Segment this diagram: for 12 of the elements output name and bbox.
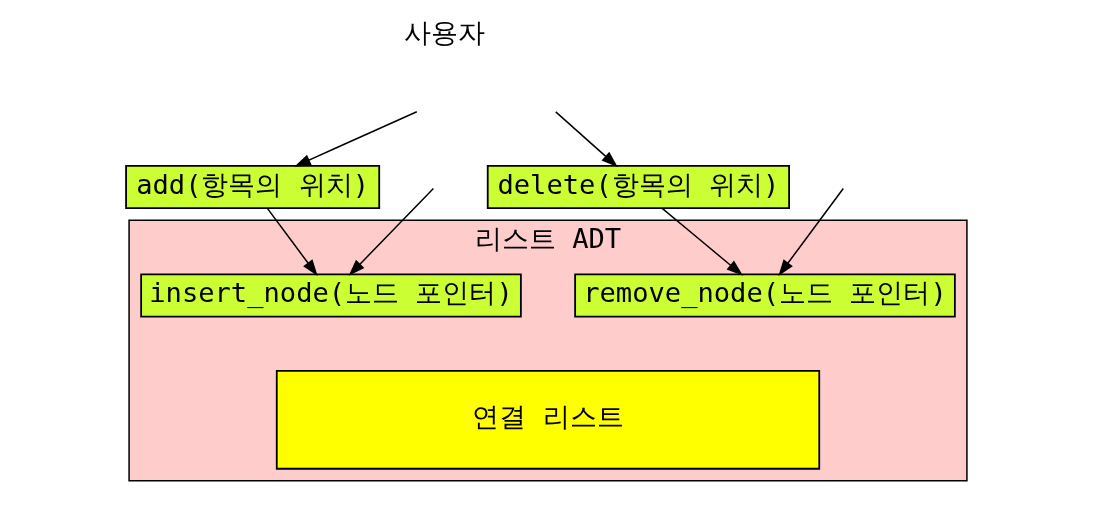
node-box: add(항목의 위치)	[125, 165, 381, 209]
node-box: remove_node(노드 포인터)	[574, 273, 956, 318]
label: 사용자	[403, 16, 485, 48]
node-box: insert_node(노드 포인터)	[140, 273, 522, 318]
arrow	[555, 111, 618, 168]
node-box: delete(항목의 위치)	[486, 165, 790, 209]
node-box: 연결 리스트	[275, 369, 821, 470]
arrow	[348, 187, 435, 276]
arrow	[294, 110, 418, 167]
arrow	[266, 207, 318, 277]
arrow	[661, 207, 744, 276]
arrow	[778, 187, 845, 277]
